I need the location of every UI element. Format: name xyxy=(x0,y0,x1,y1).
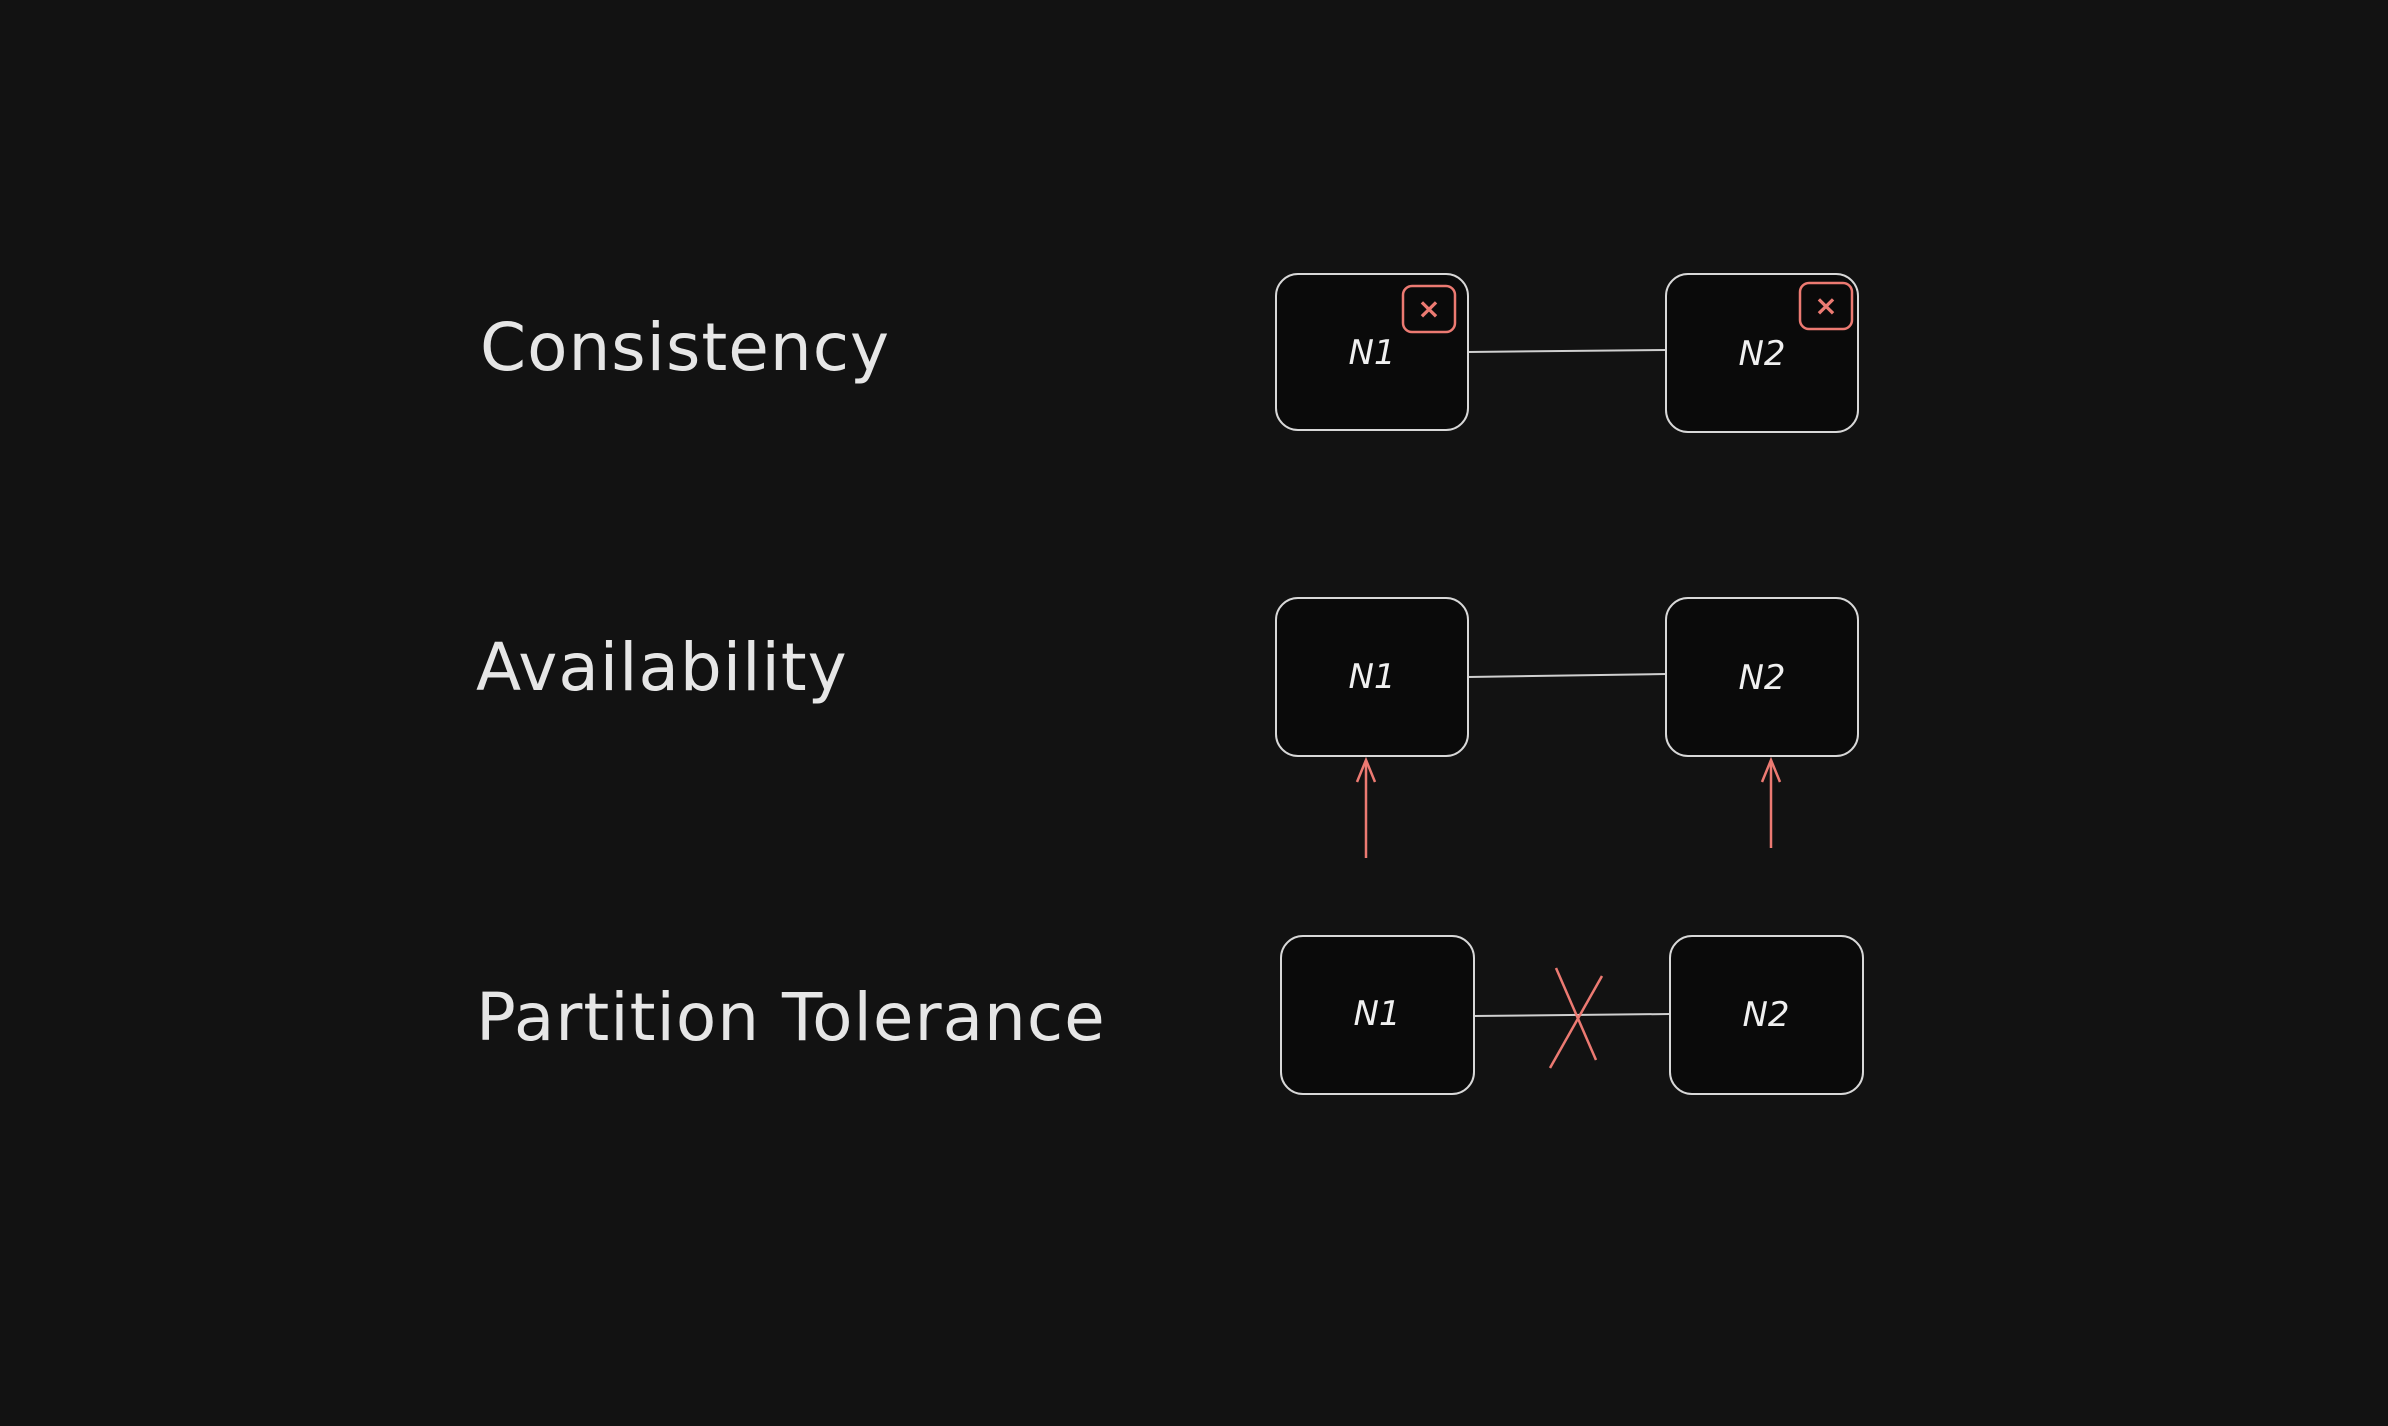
close-icon: × xyxy=(1798,281,1854,331)
node-n1-partition: N1 xyxy=(1280,935,1475,1095)
node-label: N1 xyxy=(1348,657,1395,697)
row-partition-tolerance: Partition Tolerance N1 N2 xyxy=(476,935,1864,1095)
cross-icon xyxy=(1548,967,1604,1069)
close-icon: × xyxy=(1401,284,1457,334)
row-consistency: Consistency N1 × N2 × xyxy=(480,273,1859,433)
link-partition xyxy=(1473,1013,1671,1017)
node-n2-partition: N2 xyxy=(1669,935,1864,1095)
link-consistency xyxy=(1467,349,1667,353)
node-label: N1 xyxy=(1353,994,1400,1034)
row-label-partition-tolerance: Partition Tolerance xyxy=(476,979,1106,1056)
row-availability: Availability N1 N2 xyxy=(476,597,1859,858)
arrow-up-icon xyxy=(1760,756,1782,848)
svg-text:×: × xyxy=(1814,289,1837,322)
node-label: N2 xyxy=(1738,658,1785,698)
node-n1-consistency: N1 × xyxy=(1275,273,1469,431)
node-label: N1 xyxy=(1348,333,1395,373)
link-availability xyxy=(1467,673,1667,678)
node-n1-availability: N1 xyxy=(1275,597,1469,757)
row-label-availability: Availability xyxy=(476,629,848,706)
node-n2-availability: N2 xyxy=(1665,597,1859,757)
node-n2-consistency: N2 × xyxy=(1665,273,1859,433)
svg-text:×: × xyxy=(1417,292,1440,325)
node-label: N2 xyxy=(1738,334,1785,374)
node-label: N2 xyxy=(1742,995,1789,1035)
row-label-consistency: Consistency xyxy=(480,309,890,386)
arrow-up-icon xyxy=(1355,756,1377,858)
